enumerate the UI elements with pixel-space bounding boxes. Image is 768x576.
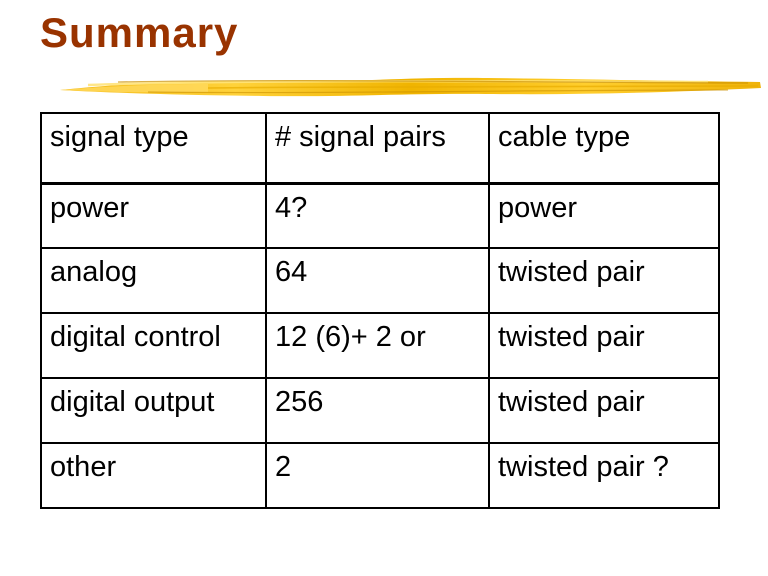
- cell-cable-type: power: [488, 182, 720, 249]
- cell-signal-pairs: 64: [265, 247, 490, 314]
- cell-signal-type: analog: [40, 247, 267, 314]
- column-header-cable-type: cable type: [488, 112, 720, 185]
- brush-stroke-tail: [60, 84, 208, 93]
- brush-streak-dark-upper: [117, 80, 749, 84]
- table-row: analog 64 twisted pair: [40, 247, 720, 314]
- cell-cable-type: twisted pair: [488, 247, 720, 314]
- summary-table: signal type # signal pairs cable type po…: [40, 112, 720, 509]
- cell-cable-type: twisted pair ?: [488, 442, 720, 509]
- table-row: digital output 256 twisted pair: [40, 377, 720, 444]
- table-row: digital control 12 (6)+ 2 or twisted pai…: [40, 312, 720, 379]
- cell-signal-pairs: 4?: [265, 182, 490, 249]
- table-row: power 4? power: [40, 182, 720, 249]
- cell-cable-type: twisted pair: [488, 312, 720, 379]
- page-title: Summary: [40, 9, 239, 56]
- cell-signal-type: other: [40, 442, 267, 509]
- table-row: other 2 twisted pair ?: [40, 442, 720, 509]
- table-header-row: signal type # signal pairs cable type: [40, 112, 720, 185]
- brush-underline-graphic: [60, 77, 761, 97]
- column-header-signal-pairs: # signal pairs: [265, 112, 490, 185]
- cell-signal-pairs: 2: [265, 442, 490, 509]
- cell-signal-type: digital output: [40, 377, 267, 444]
- cell-signal-type: digital control: [40, 312, 267, 379]
- cell-signal-pairs: 256: [265, 377, 490, 444]
- brush-streak-dark-lower: [147, 89, 729, 94]
- cell-cable-type: twisted pair: [488, 377, 720, 444]
- cell-signal-type: power: [40, 182, 267, 249]
- brush-streak-mid: [207, 85, 759, 89]
- column-header-signal-type: signal type: [40, 112, 267, 185]
- cell-signal-pairs: 12 (6)+ 2 or: [265, 312, 490, 379]
